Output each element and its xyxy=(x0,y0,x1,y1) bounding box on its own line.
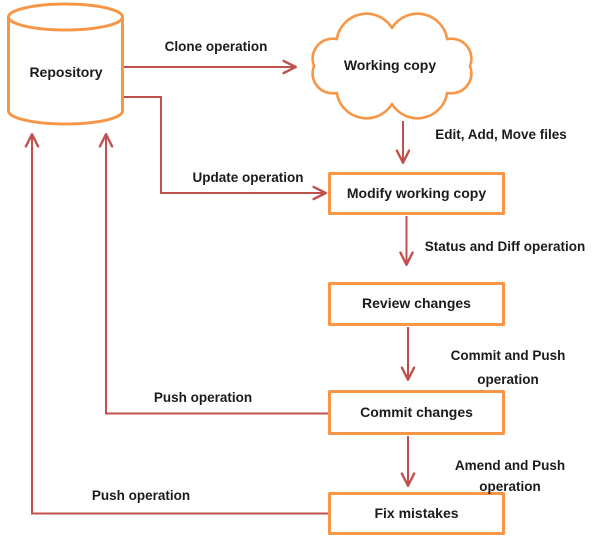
working-copy-cloud xyxy=(311,12,473,120)
modify-working-copy-node xyxy=(328,172,505,215)
arrow-connectors xyxy=(24,59,416,515)
commit-changes-label: Commit changes xyxy=(360,404,473,420)
commit-changes-node xyxy=(328,390,505,435)
amend-push-label-line2: operation xyxy=(479,479,541,494)
update-arrow xyxy=(123,96,327,201)
repository-cylinder-body xyxy=(7,15,124,126)
edit-add-move-label: Edit, Add, Move files xyxy=(435,127,567,142)
repository-cylinder-top xyxy=(7,2,124,32)
modify-working-copy-label: Modify working copy xyxy=(347,185,486,201)
edge-labels: Clone operation Edit, Add, Move files Up… xyxy=(92,39,585,503)
repository-label: Repository xyxy=(29,64,102,80)
node-shapes xyxy=(7,2,505,535)
commit-push-label-line1: Commit and Push xyxy=(451,348,566,363)
clone-operation-label: Clone operation xyxy=(165,39,268,54)
push-from-commit-arrow xyxy=(98,133,330,415)
node-labels: Repository Working copy Modify working c… xyxy=(29,57,486,521)
working-copy-label: Working copy xyxy=(344,57,437,73)
push-from-fix-arrow xyxy=(24,133,330,515)
update-operation-label: Update operation xyxy=(192,170,303,185)
review-changes-node xyxy=(328,282,505,326)
push-operation-fix-label: Push operation xyxy=(92,488,190,503)
fix-mistakes-label: Fix mistakes xyxy=(374,505,458,521)
status-diff-operation-label: Status and Diff operation xyxy=(425,239,586,254)
commit-push-label-line2: operation xyxy=(477,372,539,387)
amend-push-label-line1: Amend and Push xyxy=(455,458,565,473)
push-operation-commit-label: Push operation xyxy=(154,390,252,405)
review-changes-label: Review changes xyxy=(362,295,471,311)
fix-mistakes-node xyxy=(328,492,505,535)
